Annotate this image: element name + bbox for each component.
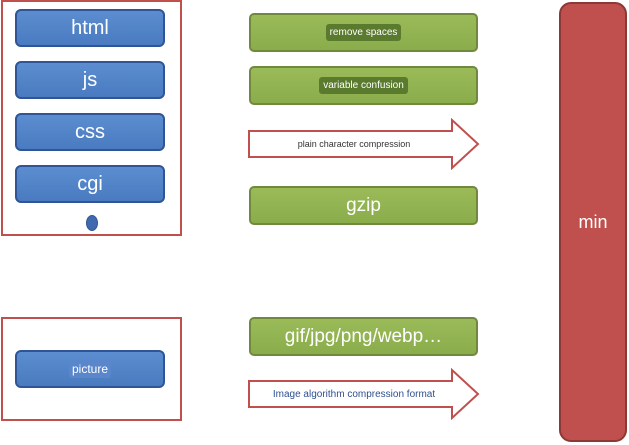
js-label: js [82, 68, 98, 91]
min-label: min [578, 211, 608, 232]
more-dot [86, 215, 98, 231]
plain-character-compression-arrow: plain character compression [248, 118, 480, 170]
image-arrow-icon [248, 368, 480, 420]
picture-label: picture [68, 360, 112, 378]
picture-box: picture [15, 350, 165, 388]
remove-spaces-label: remove spaces [325, 24, 402, 41]
variable-confusion-label: variable confusion [319, 77, 408, 94]
image-formats-box: gif/jpg/png/webp… [249, 317, 478, 356]
gzip-label: gzip [346, 194, 381, 216]
css-label: css [75, 120, 105, 143]
plain-character-compression-label: plain character compression [297, 139, 411, 149]
plain-arrow-icon [248, 118, 480, 170]
html-label: html [71, 16, 109, 39]
remove-spaces-box: remove spaces [249, 13, 478, 52]
image-formats-label: gif/jpg/png/webp… [284, 325, 443, 347]
cgi-label: cgi [77, 172, 103, 195]
cgi-box: cgi [15, 165, 165, 203]
css-box: css [15, 113, 165, 151]
html-box: html [15, 9, 165, 47]
image-algorithm-compression-arrow: Image algorithm compression format [248, 368, 480, 420]
gzip-box: gzip [249, 186, 478, 225]
image-algorithm-compression-label: Image algorithm compression format [272, 388, 436, 400]
js-box: js [15, 61, 165, 99]
variable-confusion-box: variable confusion [249, 66, 478, 105]
min-bar: min [559, 2, 627, 442]
